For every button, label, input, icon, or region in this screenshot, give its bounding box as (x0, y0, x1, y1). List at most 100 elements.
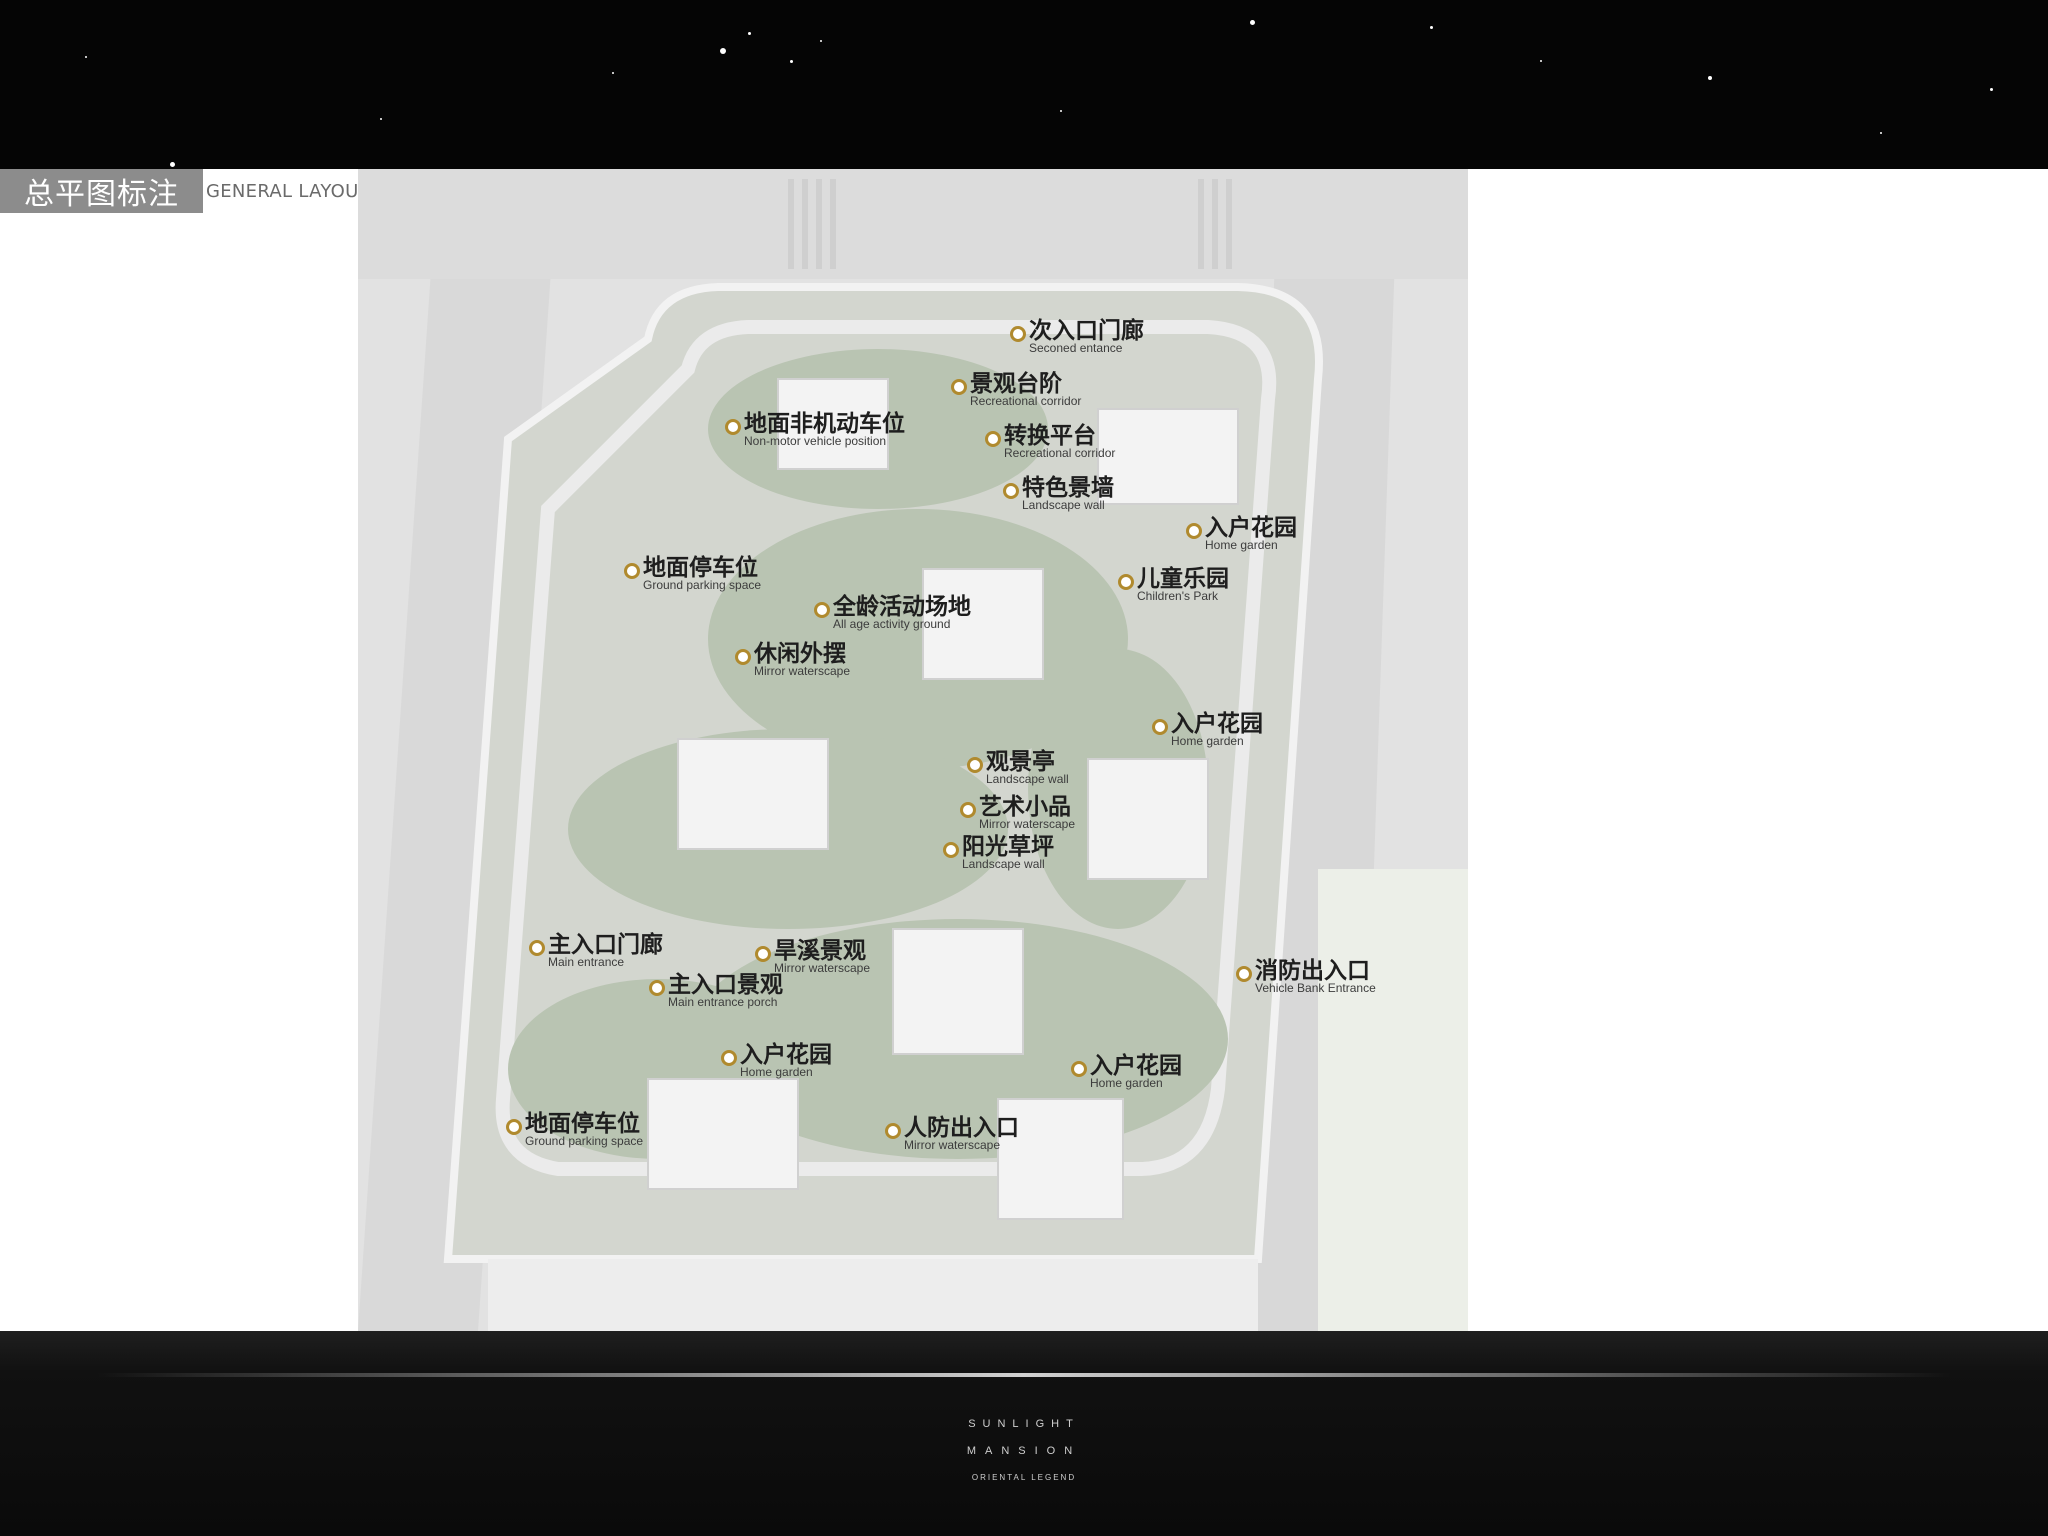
footer-band: SUNLIGHT MANSION ORIENTAL LEGEND (0, 1331, 2048, 1536)
star (790, 60, 793, 63)
marker-icon (1152, 719, 1168, 735)
residential-buildings (647, 378, 1239, 1220)
section-title: 总平图标注 GENERAL LAYOUT DESIGN (0, 169, 447, 213)
marker-icon (1236, 966, 1252, 982)
marker-icon (885, 1123, 901, 1139)
marker-icon (755, 946, 771, 962)
label-cn: 观景亭 (986, 749, 1055, 775)
marker-icon (1186, 523, 1202, 539)
marker-icon (814, 602, 830, 618)
label-en: Mirror waterscape (979, 817, 1076, 831)
label-cn: 阳光草坪 (962, 834, 1054, 860)
marker-icon (1003, 483, 1019, 499)
title-chinese: 总平图标注 (0, 169, 203, 213)
label-cn: 全龄活动场地 (833, 594, 971, 620)
marker-icon (960, 802, 976, 818)
label-en: Recreational corridor (1004, 446, 1116, 460)
marker-icon (649, 980, 665, 996)
label-cn: 旱溪景观 (774, 938, 866, 964)
star (1708, 76, 1712, 80)
label-cn: 地面非机动车位 (744, 411, 905, 437)
label-en: Main entrance (548, 955, 625, 969)
label-en: Home garden (1171, 734, 1244, 748)
marker-icon (529, 940, 545, 956)
label-cn: 消防出入口 (1255, 958, 1370, 984)
label-cn: 特色景墙 (1022, 475, 1114, 501)
brand-line-1: SUNLIGHT (968, 1418, 1080, 1430)
south-plaza (488, 1259, 1258, 1331)
star (612, 72, 614, 74)
star (820, 40, 822, 42)
label-cn: 地面停车位 (643, 555, 758, 581)
star (720, 48, 726, 54)
label-en: Home garden (740, 1065, 813, 1079)
star (748, 32, 751, 35)
label-cn: 休闲外摆 (754, 641, 846, 667)
label-en: Home garden (1205, 538, 1278, 552)
star (1250, 20, 1255, 25)
marker-icon (735, 649, 751, 665)
site-plan-drawing (358, 169, 1468, 1331)
label-cn: 儿童乐园 (1137, 566, 1229, 592)
label-en: Non-motor vehicle position (744, 434, 887, 448)
label-cn: 主入口门廊 (548, 932, 663, 958)
marker-icon (943, 842, 959, 858)
label-en: Recreational corridor (970, 394, 1082, 408)
marker-icon (1071, 1061, 1087, 1077)
label-en: Landscape wall (1022, 498, 1105, 512)
star (380, 118, 382, 120)
label-cn: 次入口门廊 (1029, 318, 1144, 344)
label-en: Mirror waterscape (904, 1138, 1001, 1152)
label-cn: 景观台阶 (970, 371, 1062, 397)
label-cn: 艺术小品 (979, 794, 1071, 820)
label-cn: 主入口景观 (668, 972, 783, 998)
starfield-banner (0, 0, 2048, 169)
label-en: Mirror waterscape (774, 961, 871, 975)
star (1990, 88, 1993, 91)
label-cn: 入户花园 (1205, 515, 1297, 541)
label-cn: 人防出入口 (904, 1115, 1019, 1141)
label-en: Vehicle Bank Entrance (1255, 981, 1376, 995)
ring-road (495, 320, 1277, 1176)
label-en: Landscape wall (962, 857, 1045, 871)
label-en: Seconed entance (1029, 341, 1123, 355)
star (85, 56, 87, 58)
marker-icon (725, 419, 741, 435)
label-en: Home garden (1090, 1076, 1163, 1090)
label-en: Children's Park (1137, 589, 1218, 603)
crosswalk (788, 179, 1232, 269)
label-cn: 入户花园 (740, 1042, 832, 1068)
marker-icon (951, 379, 967, 395)
marker-icon (624, 563, 640, 579)
marker-icon (1010, 326, 1026, 342)
marker-icon (721, 1050, 737, 1066)
label-cn: 转换平台 (1004, 423, 1096, 449)
star (1540, 60, 1542, 62)
label-en: Main entrance porch (668, 995, 778, 1009)
marker-icon (506, 1119, 522, 1135)
star (1880, 132, 1882, 134)
star (1430, 26, 1433, 29)
marker-icon (967, 757, 983, 773)
label-en: Ground parking space (525, 1134, 644, 1148)
label-cn: 入户花园 (1171, 711, 1263, 737)
